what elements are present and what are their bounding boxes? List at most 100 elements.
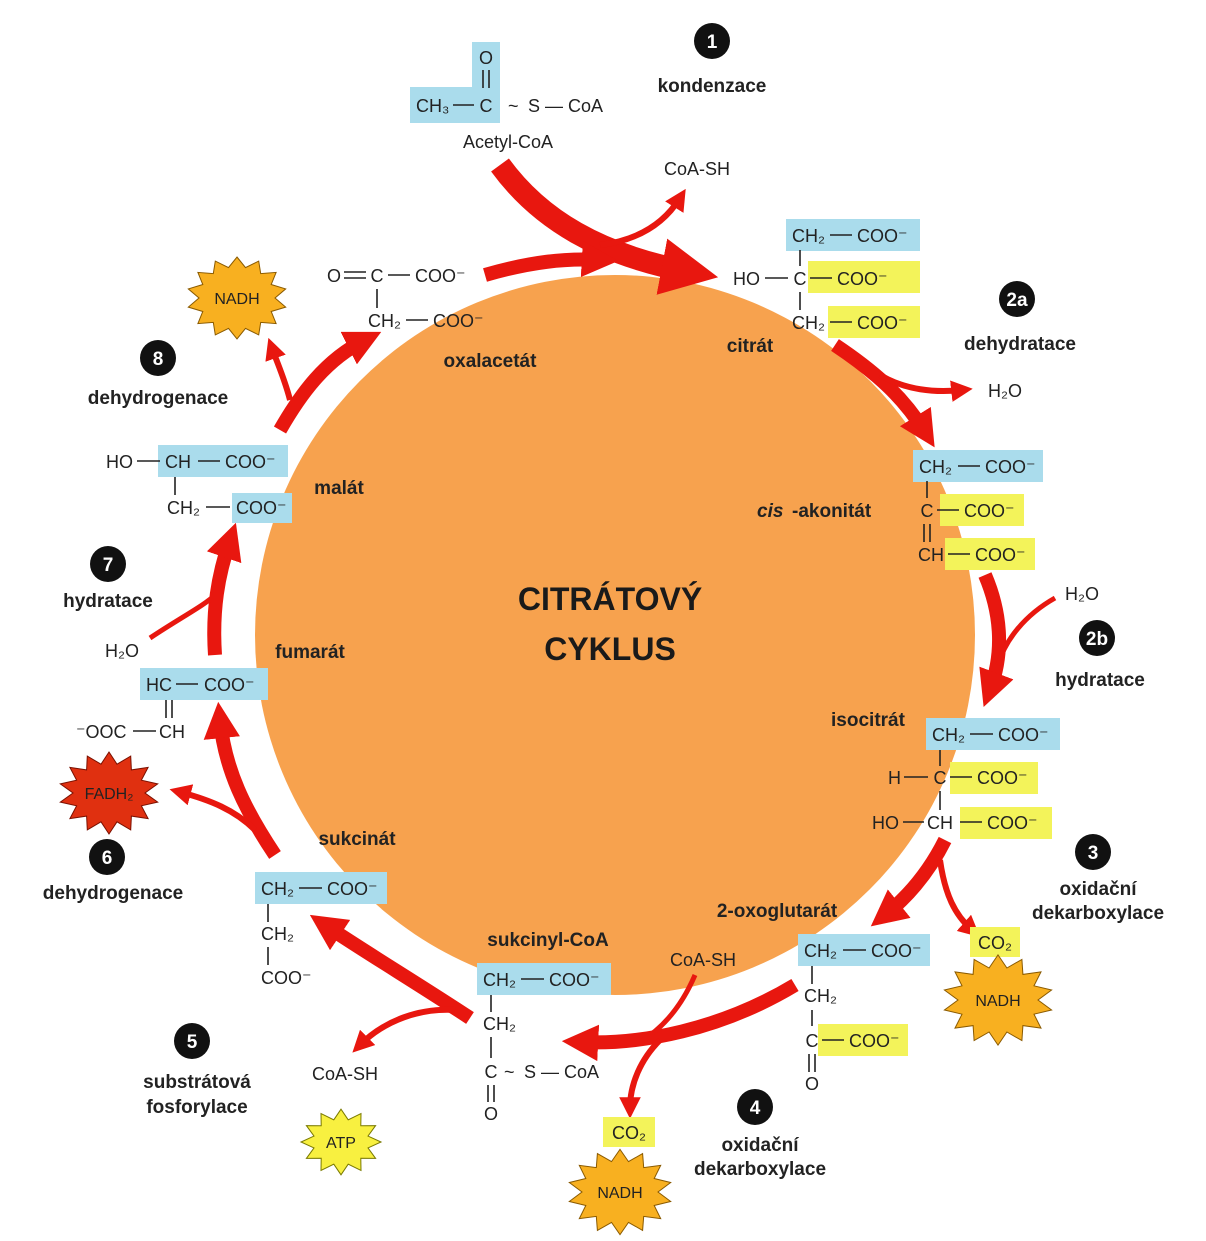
nadh-burst-top: NADH [187,256,287,340]
step-5-number: 5 [187,1032,198,1053]
step-1-label: kondenzace [658,76,767,97]
h2o-product-1: H₂O [988,381,1022,401]
malate-ch: CH [165,452,191,472]
arrow-co2-release-2 [619,1037,663,1119]
step-3-marker: 3 oxidační dekarboxylace [1032,834,1164,924]
succinate-coo-top: COO⁻ [327,879,378,899]
isocitrate-c: C [934,768,947,788]
coash-product-3: CoA-SH [312,1064,378,1084]
step-2a-label: dehydratace [964,334,1076,355]
cycle-circle [255,275,975,995]
step-1-marker: 1 kondenzace [658,23,767,97]
acetyl-coa-structure: O CH₃ C ~ S — CoA Acetyl-CoA [410,42,603,152]
isocitrate-ho: HO [872,813,899,833]
acetyl-oxygen: O [479,48,493,68]
cis-akonitate-structure: CH₂ COO⁻ C COO⁻ CH COO⁻ cis -akonitát [757,450,1043,570]
oxoglutarate-c: C [806,1031,819,1051]
nadh-burst-right: NADH [943,954,1053,1046]
malate-box-bot [232,493,292,523]
nadh-right-label: NADH [975,993,1020,1010]
malate-ho: HO [106,452,133,472]
succinate-ch2-top: CH₂ [261,879,294,899]
step-5-label-line2: fosforylace [146,1097,247,1118]
succinate-name: sukcinát [318,829,396,850]
succinylcoa-coo: COO⁻ [549,970,600,990]
cisakonitate-ch2: CH₂ [919,457,952,477]
coash-product-2: CoA-SH [670,950,736,970]
isocitrate-coo-bot: COO⁻ [987,813,1038,833]
arrow-oxoglutarate-to-succinylcoa [561,978,799,1062]
oxoglutarate-name: 2-oxoglutarát [717,901,838,922]
fumarate-structure: HC COO⁻ ⁻OOC CH fumarát [76,642,346,742]
isocitrate-box-mid [950,762,1038,794]
oxoglutarate-oxygen: O [805,1074,819,1094]
oxalacetate-coo-top: COO⁻ [415,266,466,286]
succinate-coo-bot: COO⁻ [261,968,312,988]
succinylcoa-ch2-mid: CH₂ [483,1014,516,1034]
citrate-coo-mid: COO⁻ [837,269,888,289]
cisakonitate-coo-top: COO⁻ [985,457,1036,477]
acetyl-s-coa: S — CoA [528,96,603,116]
step-6-marker: 6 dehydrogenace [43,839,183,904]
citrate-box-top [786,219,920,251]
step-7-label: hydratace [63,591,153,612]
step-4-number: 4 [750,1098,761,1119]
h2o-product-2: H₂O [1065,584,1099,604]
step-3-label-line2: dekarboxylace [1032,903,1164,924]
malate-coo-bot: COO⁻ [236,498,287,518]
acetyl-tilde: ~ [508,96,519,116]
oxalacetate-coo-bot: COO⁻ [433,311,484,331]
oxalacetate-c: C [371,266,384,286]
succinylcoa-structure: CH₂ COO⁻ CH₂ C ~ S — CoA O sukcinyl-CoA [477,930,611,1124]
fumarate-box [140,668,268,700]
arrow-coash-release-1 [599,188,686,248]
succinylcoa-ch2-top: CH₂ [483,970,516,990]
succinylcoa-tilde: ~ [504,1062,515,1082]
arrow-fadh2-release [169,784,258,833]
step-2a-number: 2a [1006,290,1028,311]
co2-product-1: CO₂ [978,933,1012,953]
step-2b-label: hydratace [1055,670,1145,691]
oxoglutarate-structure: CH₂ COO⁻ CH₂ C COO⁻ O 2-oxoglutarát [717,901,930,1094]
isocitrate-coo-mid: COO⁻ [977,768,1028,788]
acetyl-carbon: C [480,96,493,116]
step-6-number: 6 [102,848,113,869]
arrow-succinate-to-fumarate [203,701,281,859]
malate-structure: HO CH COO⁻ CH₂ COO⁻ malát [106,445,364,523]
citrate-ch2-top: CH₂ [792,226,825,246]
oxalacetate-name: oxalacetát [444,351,538,372]
cisakonitate-name-rest: -akonitát [792,501,872,522]
isocitrate-h: H [888,768,901,788]
step-3-number: 3 [1088,843,1099,864]
cisakonitate-coo-mid: COO⁻ [964,501,1015,521]
arrow-coash-uptake-2 [638,974,698,1045]
arrow-h2o-uptake [995,595,1057,666]
succinylcoa-oxygen: O [484,1104,498,1124]
co2-product-2: CO₂ [612,1123,646,1143]
fumarate-ooc: ⁻OOC [76,722,127,742]
arrow-fumarate-to-malate [206,522,242,656]
isocitrate-ch2: CH₂ [932,725,965,745]
step-4-label-line2: dekarboxylace [694,1159,826,1180]
malate-ch2: CH₂ [167,498,200,518]
arrow-h2o-release [878,372,973,402]
isocitrate-name: isocitrát [831,710,906,731]
acetyl-coa-box-co [472,42,500,92]
fadh2-burst: FADH₂ [59,751,159,835]
arrow-coash-release-3 [352,1006,456,1053]
h2o-product-3: H₂O [105,641,139,661]
atp-burst: ATP [299,1108,383,1176]
succinylcoa-s-coa: S — CoA [524,1062,599,1082]
succinate-ch2-mid: CH₂ [261,924,294,944]
citrate-structure: CH₂ COO⁻ HO C COO⁻ CH₂ COO⁻ citrát [727,219,920,357]
fumarate-hc: HC [146,675,172,695]
isocitrate-box-bot [960,807,1052,839]
atp-label: ATP [326,1135,356,1152]
oxoglutarate-ch2-top: CH₂ [804,941,837,961]
acetyl-ch3: CH₃ [416,96,449,116]
arrow-succinylcoa-to-succinate [309,914,474,1024]
step-4-marker: 4 oxidační dekarboxylace [694,1089,826,1180]
step-7-marker: 7 hydratace [63,546,153,612]
oxoglutarate-ch2-mid: CH₂ [804,986,837,1006]
